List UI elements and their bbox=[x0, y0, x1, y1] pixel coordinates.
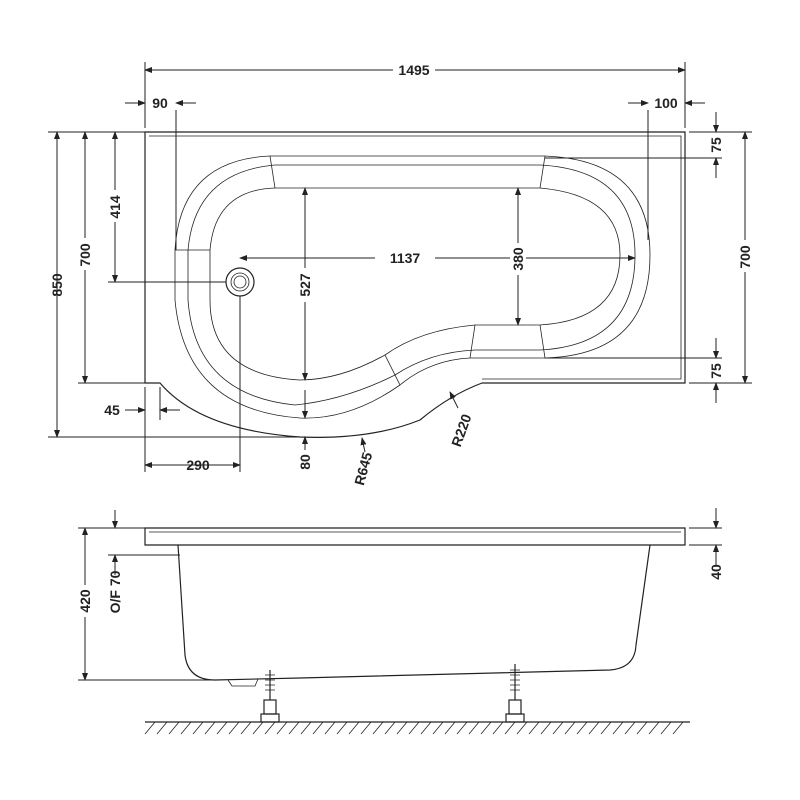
hatch-line bbox=[396, 721, 408, 735]
hatch-line bbox=[504, 721, 516, 735]
dim-waste-offset: 290 bbox=[186, 457, 210, 473]
hatch-line bbox=[660, 721, 672, 735]
side-view: 420 O/F 70 40 bbox=[77, 508, 724, 735]
hatch-line bbox=[180, 721, 192, 735]
hatch-line bbox=[384, 721, 396, 735]
hatch-line bbox=[600, 721, 612, 735]
hatch-line bbox=[492, 721, 504, 735]
hatch-line bbox=[528, 721, 540, 735]
dim-curve-rim: 80 bbox=[297, 454, 313, 470]
hatch-line bbox=[408, 721, 420, 735]
dim-top-rim: 75 bbox=[708, 137, 724, 153]
hatch-line bbox=[156, 721, 168, 735]
hatch-line bbox=[648, 721, 660, 735]
dim-width-right: 700 bbox=[737, 245, 753, 269]
dim-left-rim: 90 bbox=[152, 95, 168, 111]
bath-outline-top bbox=[144, 131, 686, 438]
dim-corner-offset: 45 bbox=[104, 402, 120, 418]
hatch-line bbox=[468, 721, 480, 735]
hatch-line bbox=[240, 721, 252, 735]
dim-height: 420 bbox=[77, 589, 93, 613]
hatch-line bbox=[672, 721, 684, 735]
dim-inner-width: 527 bbox=[297, 273, 313, 297]
hatch-line bbox=[312, 721, 324, 735]
hatch-line bbox=[204, 721, 216, 735]
hatch-line bbox=[516, 721, 528, 735]
hatch-line bbox=[444, 721, 456, 735]
waste-icon bbox=[225, 267, 255, 297]
hatch-line bbox=[552, 721, 564, 735]
hatch-line bbox=[288, 721, 300, 735]
dim-rim-thickness: 40 bbox=[708, 564, 724, 580]
dim-overflow: O/F 70 bbox=[107, 570, 123, 613]
hatch-line bbox=[216, 721, 228, 735]
dim-bottom-rim: 75 bbox=[708, 363, 724, 379]
floor-hatching bbox=[144, 721, 684, 735]
hatch-line bbox=[360, 721, 372, 735]
bath-rim-side bbox=[144, 527, 686, 546]
dim-depth-to-waste: 414 bbox=[107, 195, 123, 219]
hatch-line bbox=[540, 721, 552, 735]
hatch-line bbox=[192, 721, 204, 735]
dim-inner-length: 1137 bbox=[390, 250, 421, 266]
dim-radius-small: R220 bbox=[448, 412, 475, 449]
hatch-line bbox=[456, 721, 468, 735]
bath-body-side bbox=[177, 544, 651, 681]
hatch-line bbox=[252, 721, 264, 735]
hatch-line bbox=[612, 721, 624, 735]
hatch-line bbox=[588, 721, 600, 735]
hatch-line bbox=[144, 721, 156, 735]
hatch-line bbox=[564, 721, 576, 735]
hatch-line bbox=[576, 721, 588, 735]
hatch-line bbox=[420, 721, 432, 735]
hatch-line bbox=[228, 721, 240, 735]
dim-overall-length: 1495 bbox=[398, 62, 429, 78]
bath-inner-basin bbox=[174, 155, 651, 419]
dim-inner-width-narrow: 380 bbox=[510, 247, 526, 271]
bath-leg-left bbox=[260, 670, 280, 723]
hatch-line bbox=[300, 721, 312, 735]
hatch-line bbox=[480, 721, 492, 735]
dim-radius-large: R645 bbox=[351, 450, 375, 487]
hatch-line bbox=[168, 721, 180, 735]
dim-width-left: 700 bbox=[77, 243, 93, 267]
dim-right-rim: 100 bbox=[654, 95, 678, 111]
hatch-line bbox=[372, 721, 384, 735]
top-view: 1495 90 100 850 700 414 700 75 75 1137 bbox=[48, 60, 754, 487]
hatch-line bbox=[276, 721, 288, 735]
hatch-line bbox=[264, 721, 276, 735]
hatch-line bbox=[636, 721, 648, 735]
hatch-line bbox=[348, 721, 360, 735]
hatch-line bbox=[432, 721, 444, 735]
hatch-line bbox=[336, 721, 348, 735]
dim-overall-width: 850 bbox=[49, 273, 65, 297]
hatch-line bbox=[624, 721, 636, 735]
hatch-line bbox=[324, 721, 336, 735]
